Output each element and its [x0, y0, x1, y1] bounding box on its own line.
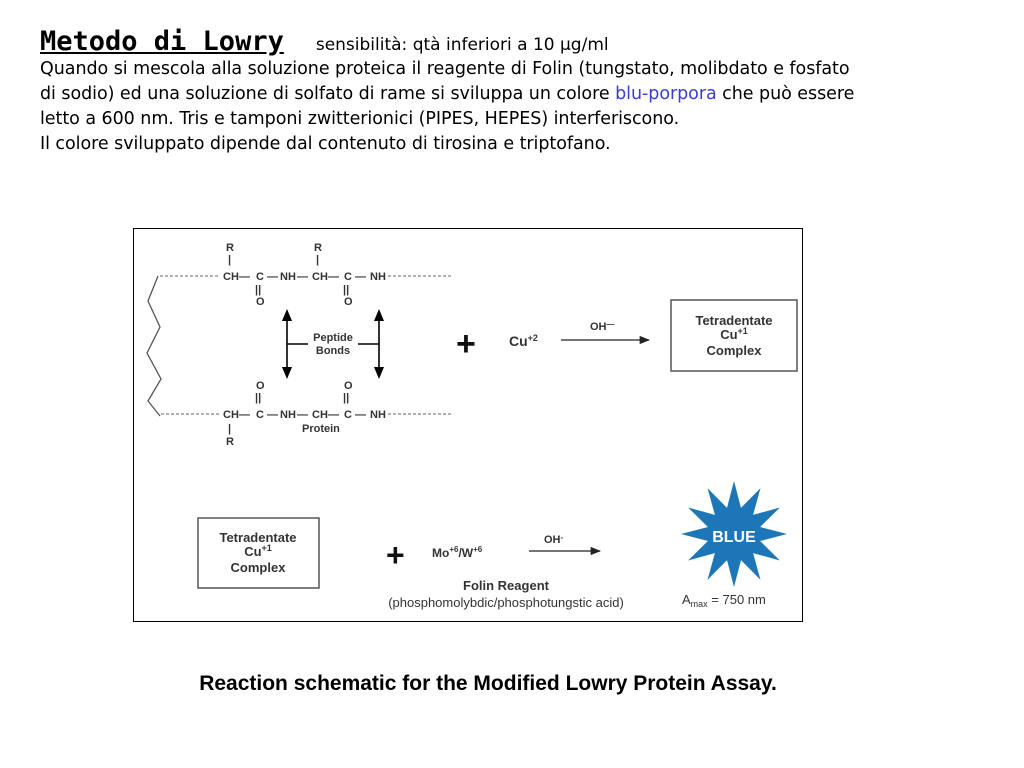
bottom-c2: C — [344, 409, 352, 421]
top-peptide-chain: R | CH — C — NH — R | CH — C — NH || O |… — [160, 242, 452, 308]
sensitivity-note: sensibilità: qtà inferiori a 10 μg/ml — [315, 35, 609, 55]
cupric-ion: Cu+2 — [509, 333, 538, 349]
peptide-bond-arrows: Peptide Bonds — [282, 309, 384, 379]
tetradentate-box-2: Tetradentate Cu+1 Complex — [197, 517, 320, 589]
top-c2: C — [344, 271, 352, 283]
molybdenum-tungsten-ions: Mo+6/W+6 — [432, 545, 483, 560]
svg-text:Complex: Complex — [707, 343, 763, 358]
reaction-schematic-svg: R | CH — C — NH — R | CH — C — NH || O |… — [146, 242, 798, 610]
top-r2: R — [314, 242, 322, 254]
folin-reagent-desc: (phosphomolybdic/phosphotungstic acid) — [388, 595, 624, 610]
bottom-o2: O — [344, 380, 353, 392]
protein-backbone-zigzag — [146, 275, 162, 417]
svg-text:Tetradentate: Tetradentate — [695, 313, 772, 328]
svg-text:—: — — [267, 271, 278, 283]
bottom-ch2: CH — [312, 409, 328, 421]
figure-caption: Reaction schematic for the Modified Lowr… — [199, 672, 777, 695]
lambda-max-label: Amax = 750 nm — [682, 592, 766, 609]
svg-text:—: — — [328, 271, 339, 283]
top-o1: O — [256, 296, 265, 308]
top-ch2: CH — [312, 271, 328, 283]
svg-text:Cu+1: Cu+1 — [720, 326, 748, 342]
svg-text:||: || — [343, 284, 349, 296]
svg-text:||: || — [255, 284, 261, 296]
bottom-o1: O — [256, 380, 265, 392]
description-line-2: di sodio) ed una soluzione di solfato di… — [40, 84, 855, 104]
plus-sign-2: + — [386, 537, 405, 573]
color-highlight: blu-porpora — [615, 84, 717, 104]
blue-label: BLUE — [712, 529, 756, 546]
folin-reagent-label: Folin Reagent — [463, 578, 550, 593]
svg-text:—: — — [328, 409, 339, 421]
svg-text:—: — — [239, 271, 250, 283]
top-nh2: NH — [370, 271, 386, 283]
svg-text:|: | — [316, 254, 319, 266]
blue-starburst-icon — [681, 481, 787, 587]
bottom-peptide-chain: O || O || CH — C — NH — CH — C — NH | R … — [161, 380, 452, 448]
bottom-ch1: CH — [223, 409, 239, 421]
tetradentate-box-1: Tetradentate Cu+1 Complex — [670, 299, 798, 372]
peptide-label-2: Bonds — [316, 345, 350, 357]
description-line-1: Quando si mescola alla soluzione proteic… — [40, 59, 850, 79]
top-c1: C — [256, 271, 264, 283]
svg-text:|: | — [228, 423, 231, 435]
top-o2: O — [344, 296, 353, 308]
slide-header: Metodo di Lowry sensibilità: qtà inferio… — [40, 26, 1020, 157]
bottom-nh2: NH — [370, 409, 386, 421]
svg-text:—: — — [355, 409, 366, 421]
title-line: Metodo di Lowry sensibilità: qtà inferio… — [40, 26, 1020, 57]
slide-title: Metodo di Lowry — [40, 26, 284, 57]
top-r1: R — [226, 242, 234, 254]
svg-text:Cu+1: Cu+1 — [244, 543, 272, 559]
bottom-c1: C — [256, 409, 264, 421]
description-line-4: Il colore sviluppato dipende dal contenu… — [40, 134, 611, 154]
bottom-nh1: NH — [280, 409, 296, 421]
svg-text:||: || — [255, 392, 261, 404]
svg-text:—: — — [297, 409, 308, 421]
svg-text:—: — — [239, 409, 250, 421]
svg-text:Complex: Complex — [231, 560, 287, 575]
top-nh1: NH — [280, 271, 296, 283]
svg-text:Tetradentate: Tetradentate — [219, 530, 296, 545]
description-line-3: letto a 600 nm. Tris e tamponi zwitterio… — [40, 109, 680, 129]
plus-sign-1: + — [456, 325, 476, 363]
hydroxide-label-1: OH— — [590, 320, 615, 333]
svg-text:—: — — [267, 409, 278, 421]
svg-text:||: || — [343, 392, 349, 404]
reaction-schematic-figure: R | CH — C — NH — R | CH — C — NH || O |… — [133, 228, 803, 622]
description-paragraph: Quando si mescola alla soluzione proteic… — [40, 57, 1020, 157]
svg-text:—: — — [297, 271, 308, 283]
protein-label: Protein — [302, 423, 340, 435]
top-ch1: CH — [223, 271, 239, 283]
hydroxide-label-2: OH- — [544, 533, 564, 546]
svg-text:—: — — [355, 271, 366, 283]
svg-text:|: | — [228, 254, 231, 266]
bottom-r1: R — [226, 436, 234, 448]
peptide-label-1: Peptide — [313, 332, 353, 344]
